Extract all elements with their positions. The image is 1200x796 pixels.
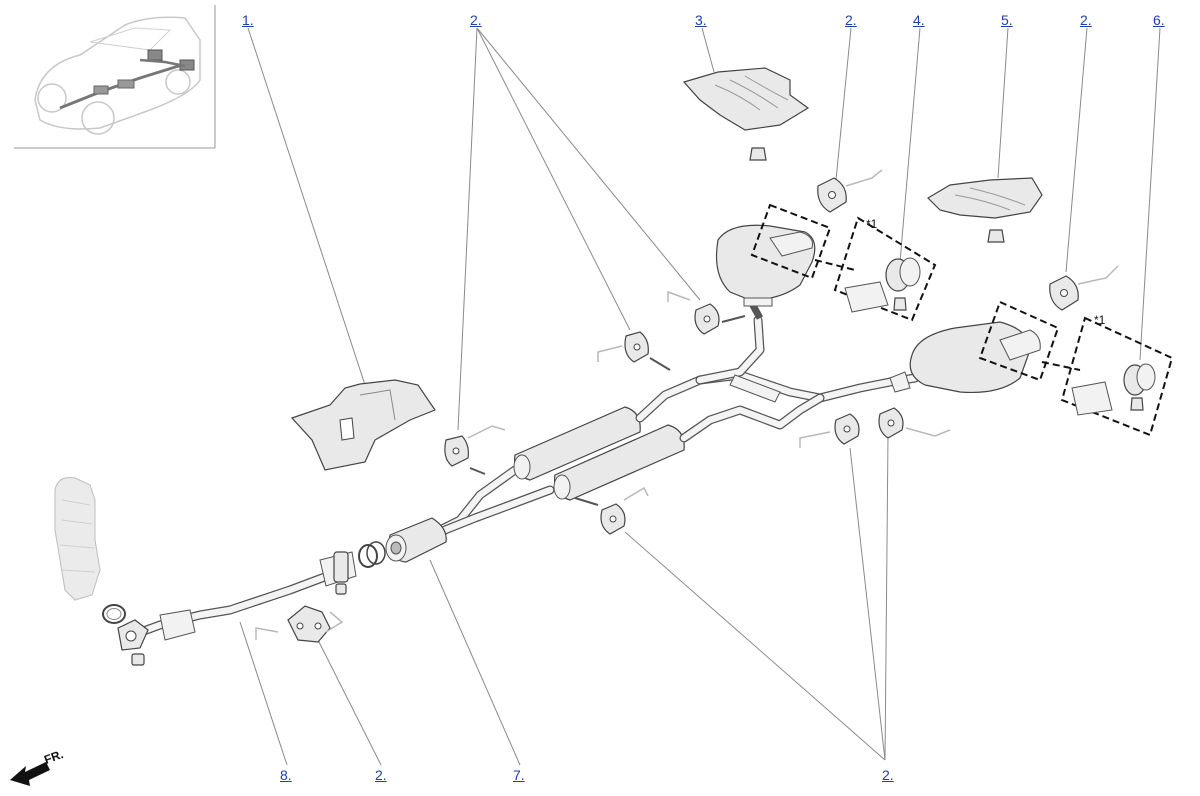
sub-muffler-left	[715, 224, 816, 320]
front-exhaust-pipe	[117, 551, 357, 651]
main-muffler-left	[513, 406, 641, 481]
gasket-front	[102, 604, 126, 624]
catalytic-converter	[54, 477, 101, 601]
callout-2-hanger-left-top[interactable]: 2.	[845, 12, 857, 28]
hanger-rubber-rear-mid-2	[878, 407, 951, 439]
leader-lines	[239, 27, 1161, 766]
heat-insulator-front	[290, 379, 436, 471]
callout-4[interactable]: 4.	[913, 12, 925, 28]
hanger-rubber-rear-left-top	[817, 169, 883, 213]
callout-8[interactable]: 8.	[280, 767, 292, 783]
main-muffler-right	[553, 424, 685, 501]
hanger-rubber-rear-left	[667, 290, 746, 335]
front-hanger-bracket	[255, 605, 344, 643]
callout-2-front-bracket[interactable]: 2.	[375, 767, 387, 783]
callout-5[interactable]: 5.	[1001, 12, 1013, 28]
tail-finisher-left-box	[750, 203, 937, 322]
center-exhaust-pipe	[385, 465, 555, 563]
heat-insulator-rear-right	[927, 177, 1043, 243]
callout-1[interactable]: 1.	[242, 12, 254, 28]
note-asterisk-1-right: *1	[1094, 313, 1106, 327]
callout-2-hanger-right-top[interactable]: 2.	[1080, 12, 1092, 28]
tail-finisher-right-box	[978, 300, 1174, 437]
note-asterisk-1-left: *1	[866, 217, 878, 231]
front-flange-nut	[131, 653, 145, 666]
hanger-rubber-mid-upper	[597, 331, 671, 371]
heat-insulator-rear-left	[682, 67, 810, 161]
hanger-rubber-rear-mid-1	[799, 413, 860, 448]
hanger-rubber-lower	[574, 486, 649, 535]
hanger-rubber-rear-right-top	[1049, 265, 1119, 311]
rear-exhaust-pipes	[635, 315, 920, 443]
callout-6[interactable]: 6.	[1153, 12, 1165, 28]
callout-2-hangers-lower[interactable]: 2.	[882, 767, 894, 783]
callout-3[interactable]: 3.	[695, 12, 707, 28]
hanger-rubber-center	[444, 425, 506, 475]
joint-gasket	[335, 541, 386, 595]
sub-muffler-right	[909, 321, 1041, 394]
vehicle-locator-thumbnail	[14, 5, 216, 149]
callout-2-hangers-upper[interactable]: 2.	[470, 12, 482, 28]
front-direction-arrow	[10, 762, 50, 786]
callout-7[interactable]: 7.	[513, 767, 525, 783]
